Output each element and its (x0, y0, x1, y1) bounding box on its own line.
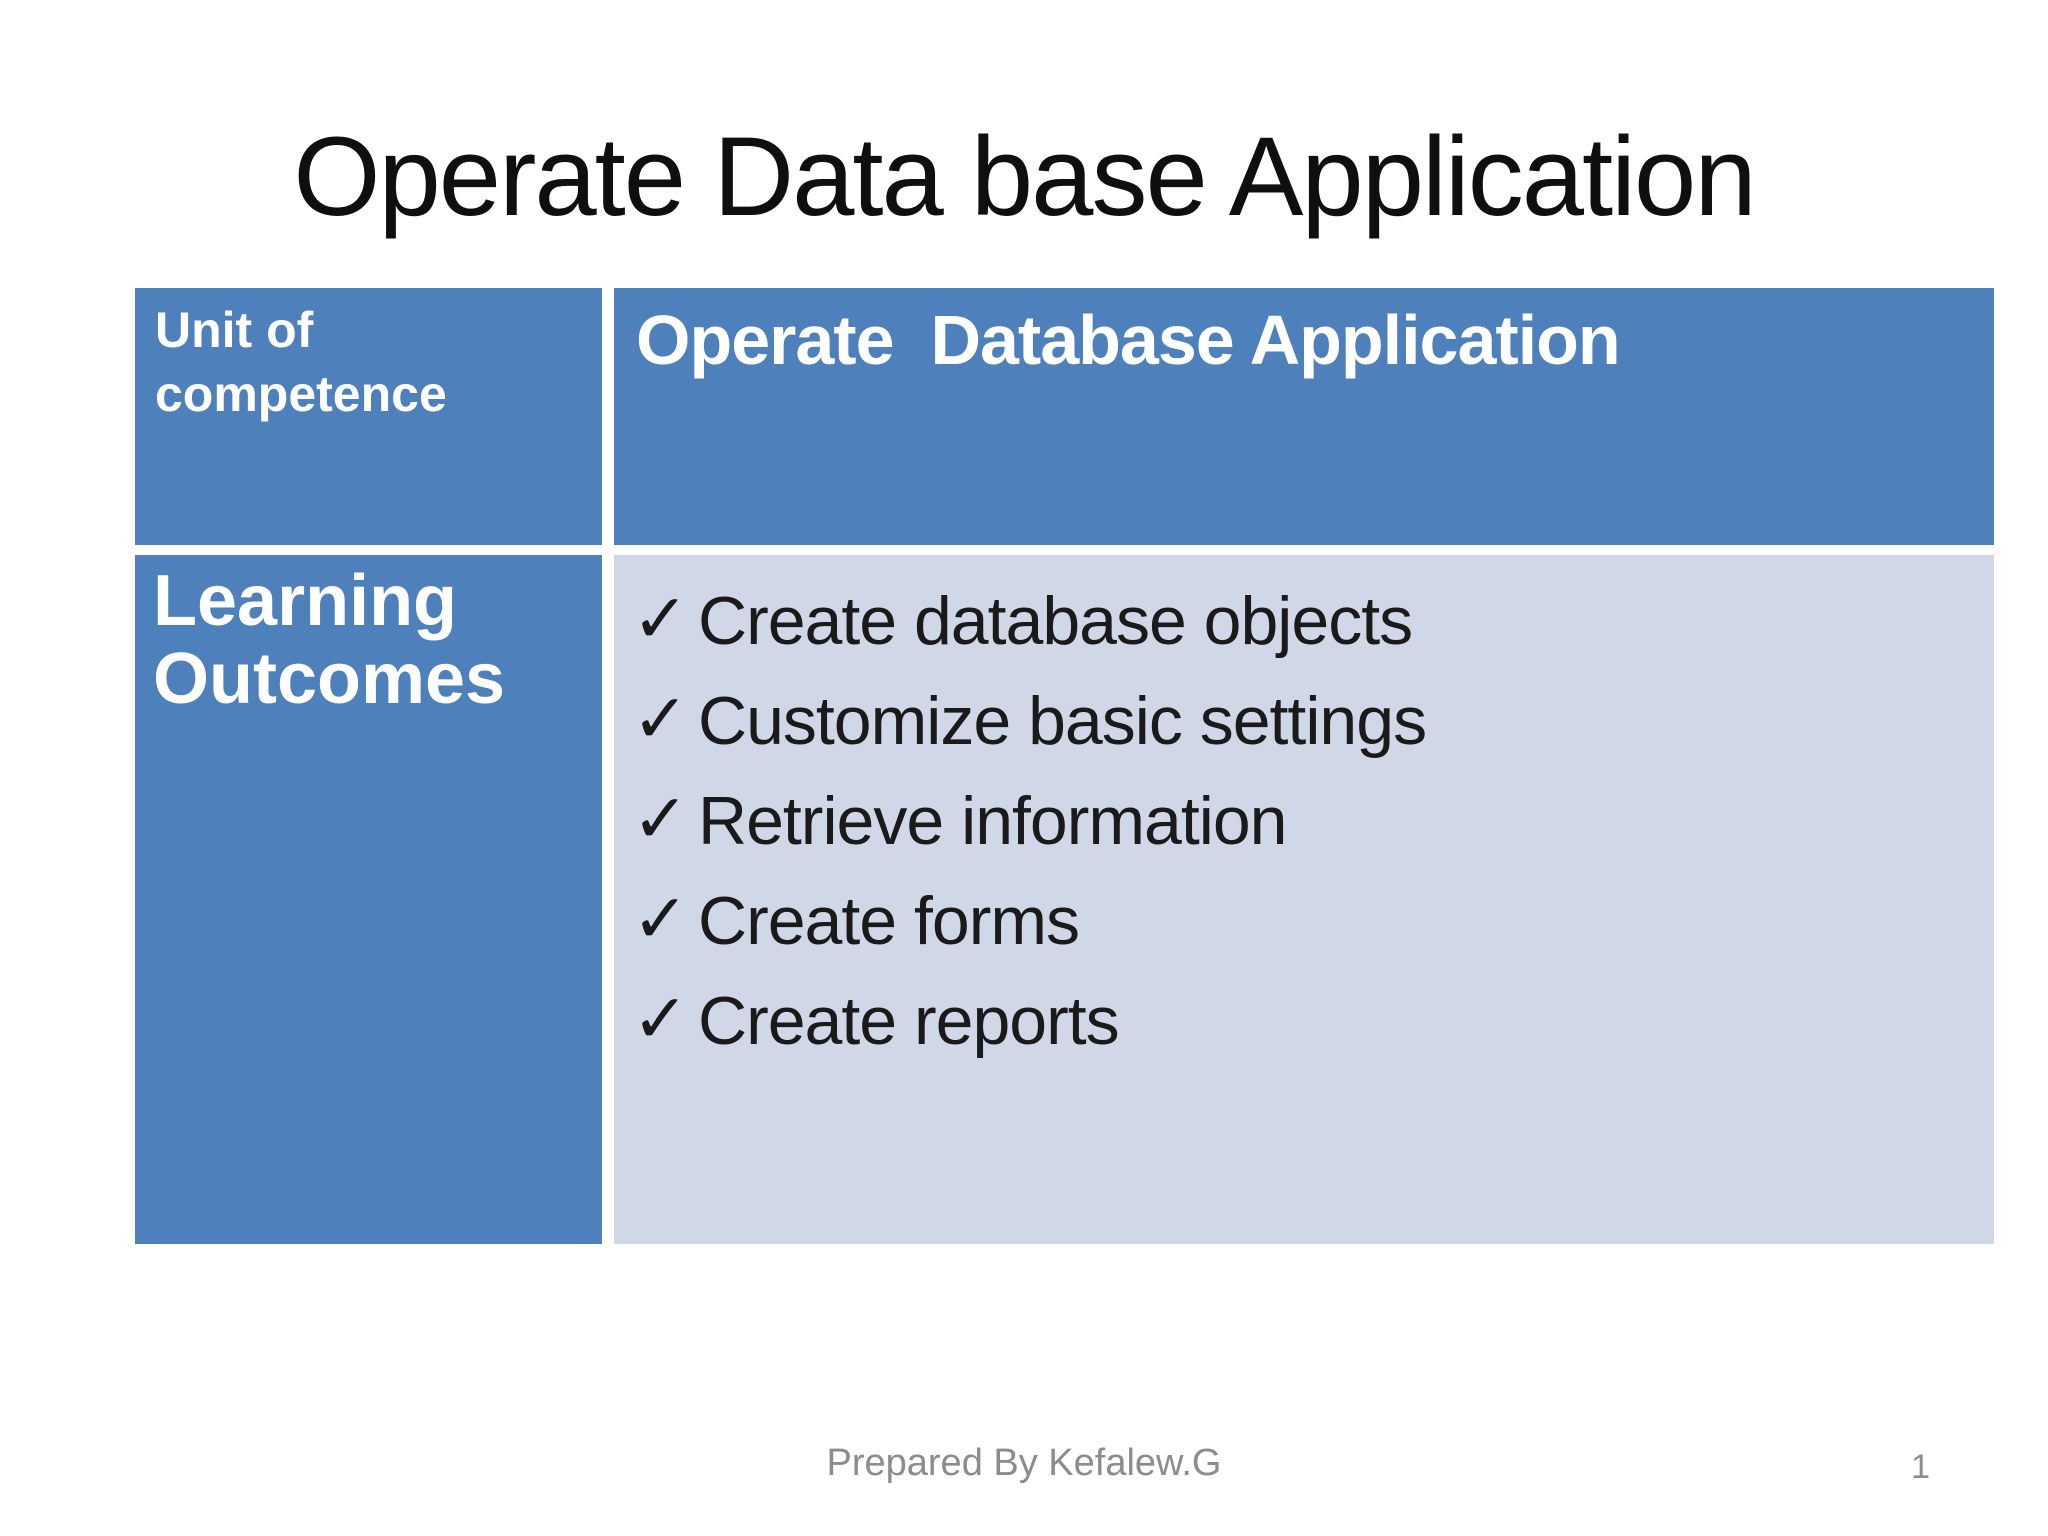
list-item-text: Customize basic settings (697, 683, 1427, 759)
prepared-by-text: Prepared By Kefalew.G (826, 1442, 1222, 1484)
list-item: ✓Create reports (632, 971, 1984, 1071)
check-icon: ✓ (632, 681, 689, 757)
table-cell-unit-of-competence: Unit of competence (135, 288, 602, 545)
list-item-text: Retrieve information (697, 783, 1287, 859)
page-number: 1 (1911, 1448, 1930, 1486)
table-cell-outcomes-list: ✓Create database objects ✓Customize basi… (614, 555, 1994, 1244)
competence-table: Unit of competence Operate Database Appl… (135, 288, 1994, 1244)
check-icon: ✓ (632, 581, 689, 657)
list-item-text: Create reports (697, 983, 1120, 1059)
list-item: ✓Create database objects (632, 571, 1984, 671)
table-cell-operate-database-application: Operate Database Application (614, 288, 1994, 545)
table-cell-learning-outcomes: Learning Outcomes (135, 555, 602, 1244)
slide-title: Operate Data base Application (293, 114, 1756, 239)
list-item: ✓Retrieve information (632, 771, 1984, 871)
check-icon: ✓ (632, 881, 689, 957)
check-icon: ✓ (632, 981, 689, 1057)
list-item: ✓Customize basic settings (632, 671, 1984, 771)
list-item: ✓Create forms (632, 871, 1984, 971)
list-item-text: Create database objects (697, 583, 1413, 659)
check-icon: ✓ (632, 781, 689, 857)
list-item-text: Create forms (697, 883, 1080, 959)
